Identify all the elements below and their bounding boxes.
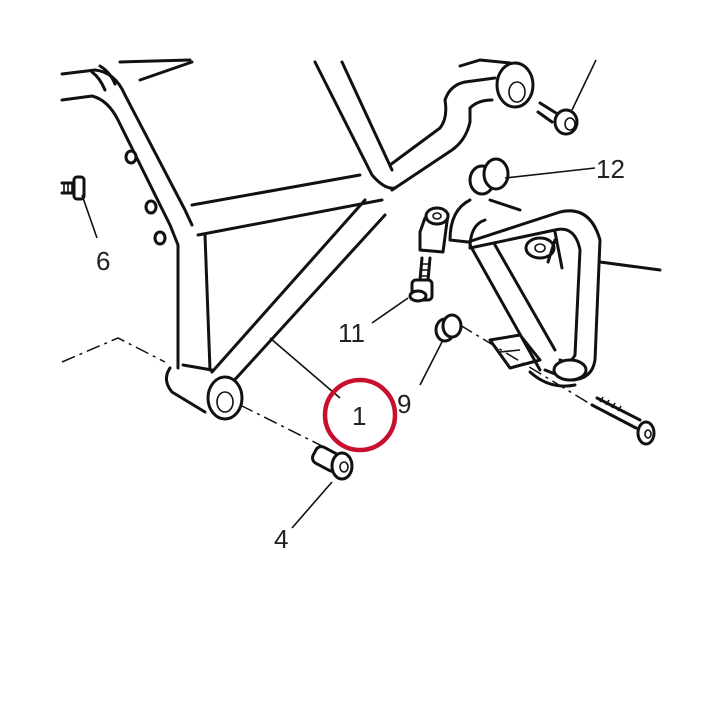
axis-line-right <box>459 324 593 406</box>
bolt-4-part <box>311 445 354 481</box>
bush-part <box>418 206 450 254</box>
axis-line-left <box>61 337 166 363</box>
leader-6 <box>81 194 98 239</box>
callout-11: 11 <box>338 318 365 348</box>
callout-12: 12 <box>596 154 625 184</box>
highlight-circle <box>322 377 398 453</box>
leader-12 <box>504 167 596 179</box>
leader-9 <box>419 339 444 386</box>
main-frame-part <box>60 58 535 421</box>
leader-1 <box>269 337 341 399</box>
leader-11 <box>371 297 409 324</box>
bolt-top-right-part <box>536 101 579 136</box>
callout-9: 9 <box>397 389 411 419</box>
bolt-11-part <box>408 256 434 303</box>
callout-6: 6 <box>96 246 110 276</box>
axis-line-lower <box>239 404 331 451</box>
bolt-6-part <box>60 175 86 201</box>
bracket-part <box>448 198 662 388</box>
callout-1: 1 <box>352 401 366 431</box>
spacer-12-part <box>468 157 510 196</box>
leader-4 <box>291 481 333 529</box>
leader-lines <box>81 59 597 529</box>
long-bolt-part <box>590 396 656 446</box>
spacer-9-part <box>434 313 463 343</box>
callout-4: 4 <box>274 524 288 554</box>
leader-top-bolt <box>571 59 597 111</box>
